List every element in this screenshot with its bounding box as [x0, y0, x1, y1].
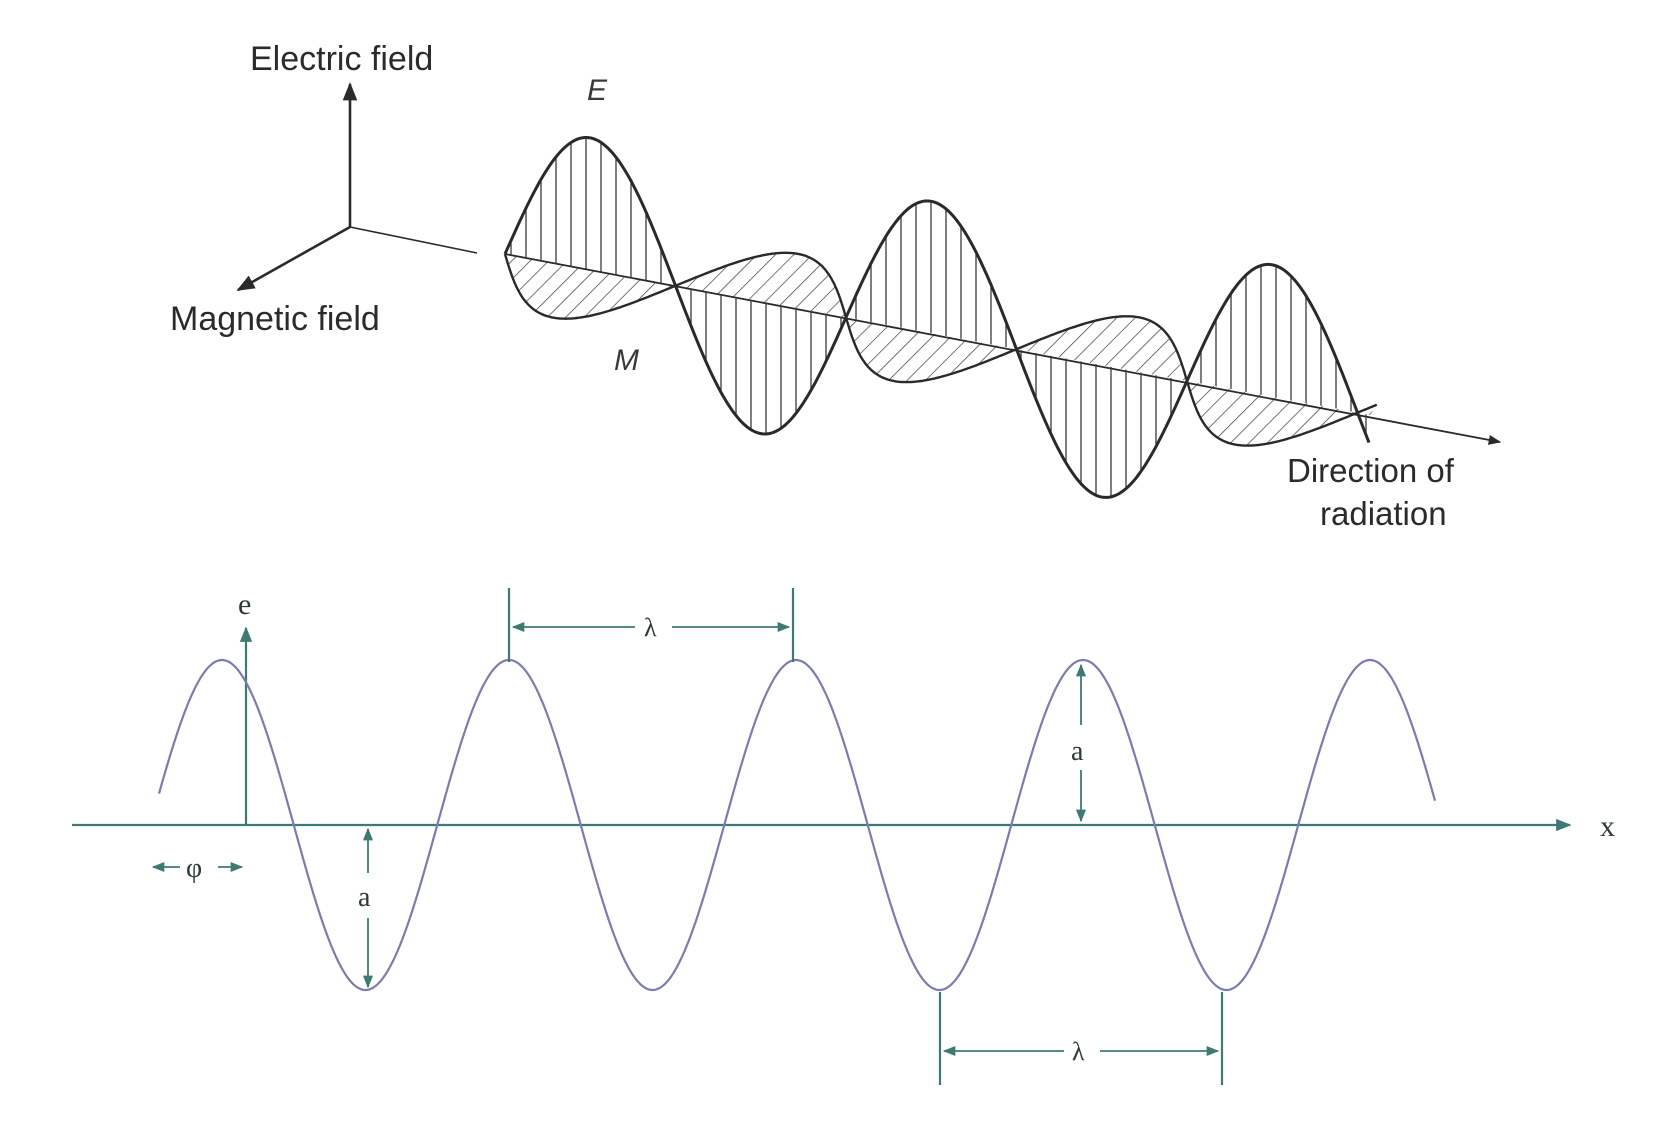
wavelength-marker-top: λ	[507, 588, 795, 662]
amplitude-marker-right: a	[1071, 663, 1087, 823]
direction-label-line1: Direction of	[1287, 452, 1455, 489]
em-wave-diagram: Electric field Magnetic field E M Direct…	[170, 40, 1502, 532]
wavelength-label-bottom: λ	[1072, 1037, 1085, 1066]
propagation-axis-start	[349, 226, 478, 254]
amplitude-marker-left: a	[358, 827, 374, 989]
electric-field-wave-hatch	[510, 137, 1367, 497]
wavelength-marker-bottom: λ	[938, 992, 1224, 1085]
electric-field-wave	[503, 136, 1371, 499]
e-axis-label: e	[238, 588, 251, 621]
phase-label: φ	[186, 853, 202, 884]
sine-wave-curve	[157, 658, 1437, 992]
amplitude-label-left: a	[358, 882, 371, 913]
x-axis-label: x	[1600, 810, 1615, 843]
direction-label-line2: radiation	[1320, 495, 1447, 532]
sine-wave-diagram: e x λ λ a a	[72, 588, 1615, 1085]
magnetic-field-axis	[236, 225, 351, 292]
electric-field-label: Electric field	[250, 40, 433, 78]
field-axes	[236, 82, 478, 292]
magnetic-field-label: Magnetic field	[170, 300, 380, 338]
e-wave-label: E	[587, 74, 608, 107]
phase-marker: φ	[151, 853, 244, 884]
direction-of-radiation-axis	[504, 253, 1502, 445]
magnetic-field-wave	[503, 251, 1378, 447]
wavelength-label-top: λ	[644, 613, 657, 642]
m-wave-label: M	[614, 344, 639, 377]
amplitude-label-right: a	[1071, 736, 1084, 767]
magnetic-field-wave-fill	[505, 252, 1377, 446]
